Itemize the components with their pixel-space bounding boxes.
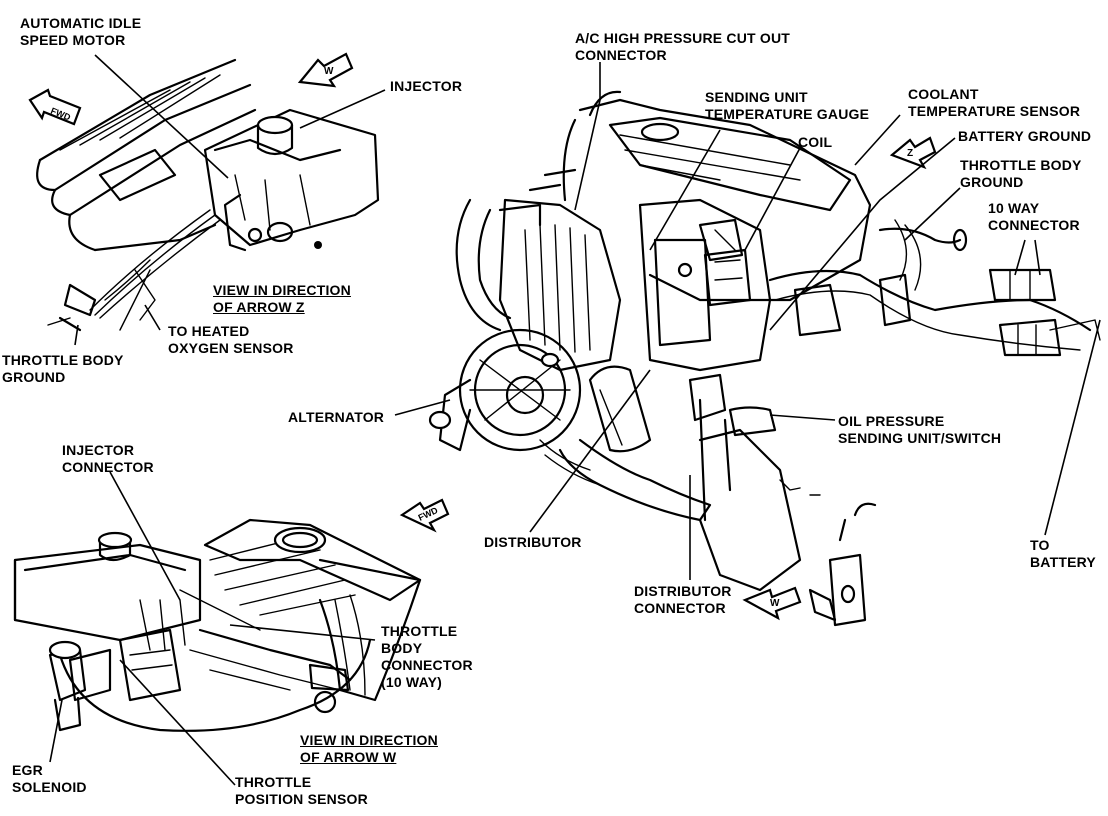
label-line: OXYGEN SENSOR	[168, 340, 294, 356]
label-egr-solenoid: EGR SOLENOID	[12, 762, 87, 796]
label-ac-high-pressure: A/C HIGH PRESSURE CUT OUT CONNECTOR	[575, 30, 790, 64]
label-line: THROTTLE	[235, 774, 312, 790]
w-arrow-top: W	[297, 52, 354, 88]
label-throttle-body-ground-right: THROTTLE BODY GROUND	[960, 157, 1082, 191]
label-to-battery: TO BATTERY	[1030, 537, 1096, 571]
label-line: CONNECTOR	[634, 600, 726, 616]
label-line: TO HEATED	[168, 323, 250, 339]
label-coolant-temp-sensor: COOLANT TEMPERATURE SENSOR	[908, 86, 1080, 120]
label-line: SENDING UNIT	[705, 89, 808, 105]
label-injector-connector: INJECTOR CONNECTOR	[62, 442, 154, 476]
inset-view-w	[13, 518, 422, 732]
label-distributor-connector: DISTRIBUTOR CONNECTOR	[634, 583, 732, 617]
label-line: ALTERNATOR	[288, 409, 385, 425]
label-line: 10 WAY	[988, 200, 1040, 216]
w-arrow-label: W	[324, 66, 334, 77]
label-line: SENDING UNIT/SWITCH	[838, 430, 1002, 446]
label-to-heated-oxygen-sensor: TO HEATED OXYGEN SENSOR	[168, 323, 294, 357]
w-arrow-bottom-label: W	[770, 598, 780, 609]
label-line: A/C HIGH PRESSURE CUT OUT	[575, 30, 791, 46]
label-automatic-idle-speed-motor: AUTOMATIC IDLE SPEED MOTOR	[20, 15, 141, 49]
z-arrow-label: Z	[907, 148, 913, 159]
label-line: THROTTLE BODY	[2, 352, 124, 368]
label-line: SPEED MOTOR	[20, 32, 126, 48]
label-line: (10 WAY)	[381, 674, 442, 690]
label-line: BODY	[381, 640, 423, 656]
label-throttle-body-ground-left: THROTTLE BODY GROUND	[2, 352, 124, 386]
label-line: GROUND	[2, 369, 66, 385]
label-line: BATTERY GROUND	[958, 128, 1092, 144]
label-line: DISTRIBUTOR	[634, 583, 732, 599]
label-throttle-body-connector: THROTTLE BODY CONNECTOR (10 WAY)	[381, 623, 473, 691]
fwd-arrow-middle: FWD	[399, 498, 450, 533]
label-line: CONNECTOR	[575, 47, 667, 63]
label-line: INJECTOR	[390, 78, 463, 94]
inset-view-z	[36, 58, 380, 332]
label-line: VIEW IN DIRECTION	[213, 282, 351, 298]
label-ten-way-connector: 10 WAY CONNECTOR	[988, 200, 1080, 234]
label-line: SOLENOID	[12, 779, 87, 795]
label-line: TEMPERATURE GAUGE	[705, 106, 870, 122]
label-oil-pressure: OIL PRESSURE SENDING UNIT/SWITCH	[838, 413, 1001, 447]
label-throttle-position-sensor: THROTTLE POSITION SENSOR	[235, 774, 368, 808]
label-sending-unit-temp-gauge: SENDING UNIT TEMPERATURE GAUGE	[705, 89, 869, 123]
label-line: VIEW IN DIRECTION	[300, 732, 438, 748]
label-line: CONNECTOR	[381, 657, 473, 673]
label-line: CONNECTOR	[62, 459, 154, 475]
label-line: THROTTLE BODY	[960, 157, 1082, 173]
label-line: GROUND	[960, 174, 1024, 190]
z-arrow: Z	[889, 136, 937, 170]
leaders-top-left	[74, 54, 386, 346]
w-arrow-bottom: W	[742, 586, 802, 621]
label-line: POSITION SENSOR	[235, 791, 368, 807]
leaders-main	[394, 62, 1101, 580]
label-line: DISTRIBUTOR	[484, 534, 582, 550]
label-line: OIL PRESSURE	[838, 413, 945, 429]
main-engine	[428, 90, 1101, 627]
label-line: COOLANT	[908, 86, 979, 102]
label-view-arrow-z: VIEW IN DIRECTION OF ARROW Z	[213, 282, 351, 316]
label-line: TEMPERATURE SENSOR	[908, 103, 1081, 119]
label-line: COIL	[798, 134, 833, 150]
label-line: INJECTOR	[62, 442, 135, 458]
label-injector-top: INJECTOR	[390, 78, 462, 95]
label-line: AUTOMATIC IDLE	[20, 15, 142, 31]
label-view-arrow-w: VIEW IN DIRECTION OF ARROW W	[300, 732, 438, 766]
label-line: OF ARROW W	[300, 749, 397, 765]
label-line: OF ARROW Z	[213, 299, 305, 315]
label-battery-ground: BATTERY GROUND	[958, 128, 1091, 145]
leaders-bottom-left	[49, 471, 376, 786]
label-line: EGR	[12, 762, 43, 778]
label-coil: COIL	[798, 134, 832, 151]
label-alternator: ALTERNATOR	[288, 409, 384, 426]
label-line: CONNECTOR	[988, 217, 1080, 233]
label-line: THROTTLE	[381, 623, 458, 639]
label-line: BATTERY	[1030, 554, 1096, 570]
label-distributor: DISTRIBUTOR	[484, 534, 582, 551]
fwd-arrow-top: FWD	[28, 88, 82, 126]
label-line: TO	[1030, 537, 1050, 553]
